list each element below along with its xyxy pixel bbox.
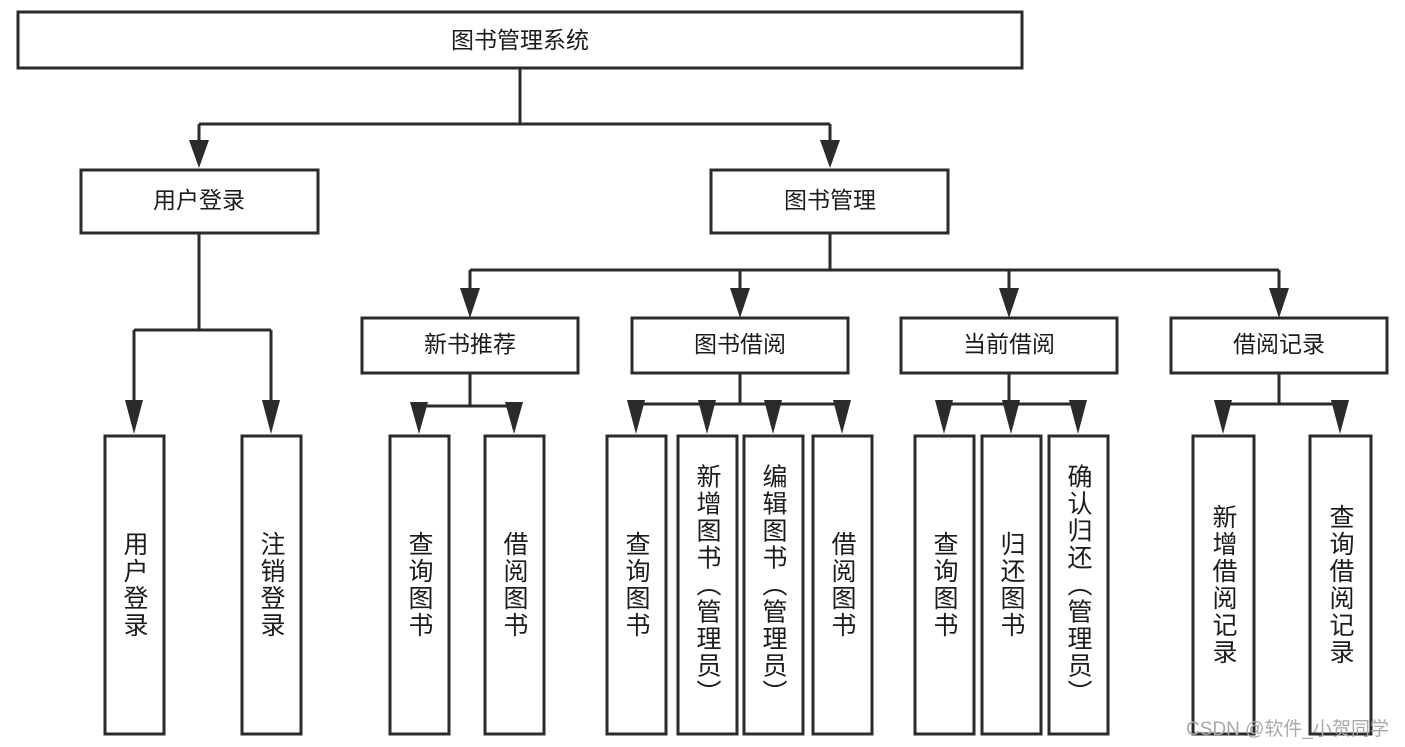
- node-new-book-recommend-box[interactable]: [360, 316, 580, 375]
- connector-group-current-borrow: [935, 373, 1087, 434]
- node-new-book-recommend[interactable]: 新书推荐: [360, 316, 580, 375]
- leaf-bb-borrow-book-label: 借阅图书: [828, 531, 857, 639]
- leaf-cb-query-book-label: 查询图书: [930, 531, 959, 639]
- arrow-head-book-manage: [820, 140, 840, 168]
- leaf-logout-label: 注销登录: [257, 531, 286, 639]
- leaf-user-login-box[interactable]: [103, 434, 166, 736]
- leaf-bb-add-book-label: 新增图书（管理员）: [693, 464, 722, 707]
- leaf-br-query-record[interactable]: 查询借阅记录: [1308, 434, 1373, 736]
- node-current-borrow-label: 当前借阅: [963, 331, 1055, 357]
- arrow-head-new-book: [460, 288, 480, 318]
- leaf-cb-query-book-box[interactable]: [913, 434, 976, 736]
- leaf-bb-query-book[interactable]: 查询图书: [605, 434, 668, 736]
- node-borrow-record[interactable]: 借阅记录: [1169, 316, 1389, 375]
- leaf-bb-query-book-box[interactable]: [605, 434, 668, 736]
- node-current-borrow-box[interactable]: [899, 316, 1119, 375]
- connector-group-user-login: [125, 233, 280, 434]
- leaf-user-login[interactable]: 用户登录: [103, 434, 166, 736]
- connector-group-root: [189, 68, 840, 168]
- leaf-nb-borrow-book[interactable]: 借阅图书: [483, 434, 546, 736]
- arrow-head-cb-query: [935, 400, 953, 434]
- node-book-borrow-box[interactable]: [630, 316, 850, 375]
- leaf-bb-add-book[interactable]: 新增图书（管理员）: [676, 434, 739, 736]
- leaf-nb-borrow-book-box[interactable]: [483, 434, 546, 736]
- leaf-br-add-record-label: 新增借阅记录: [1209, 504, 1238, 666]
- leaf-bb-edit-book-box[interactable]: [742, 434, 805, 736]
- node-borrow-record-label: 借阅记录: [1233, 331, 1325, 357]
- leaf-bb-borrow-book-box[interactable]: [811, 434, 874, 736]
- arrow-head-bb-query: [627, 400, 645, 434]
- leaf-br-query-record-box[interactable]: [1308, 434, 1373, 736]
- arrow-head-borrow: [730, 288, 750, 318]
- leaf-bb-add-book-box[interactable]: [676, 434, 739, 736]
- leaf-cb-confirm-return[interactable]: 确认归还（管理员）: [1047, 434, 1110, 736]
- leaf-br-add-record-box[interactable]: [1191, 434, 1256, 736]
- node-root[interactable]: 图书管理系统: [16, 10, 1024, 70]
- leaf-bb-borrow-book[interactable]: 借阅图书: [811, 434, 874, 736]
- arrow-head-cb-confirm: [1069, 400, 1087, 434]
- node-user-login[interactable]: 用户登录: [79, 168, 320, 235]
- leaf-logout[interactable]: 注销登录: [240, 434, 303, 736]
- leaf-cb-query-book[interactable]: 查询图书: [913, 434, 976, 736]
- arrow-head-br-add: [1214, 400, 1232, 434]
- arrow-head-br-query: [1331, 400, 1349, 434]
- leaf-cb-confirm-return-label: 确认归还（管理员）: [1064, 464, 1093, 707]
- leaf-bb-query-book-label: 查询图书: [622, 531, 651, 639]
- arrow-head-current: [999, 288, 1019, 318]
- node-new-book-recommend-label: 新书推荐: [424, 331, 516, 357]
- arrow-head-bb-borrow: [833, 400, 851, 434]
- arrow-head-cb-return: [1002, 400, 1020, 434]
- node-user-login-box[interactable]: [79, 168, 320, 235]
- csdn-watermark: CSDN @软件_小贺同学: [1186, 719, 1389, 740]
- arrow-head-nb-query: [410, 402, 428, 434]
- node-book-manage-label: 图书管理: [784, 187, 876, 213]
- arrow-head-nb-borrow: [505, 402, 523, 434]
- node-user-login-label: 用户登录: [153, 187, 245, 213]
- node-borrow-record-box[interactable]: [1169, 316, 1389, 375]
- arrow-head-record: [1269, 288, 1289, 318]
- leaf-nb-query-book-label: 查询图书: [405, 531, 434, 639]
- node-book-manage[interactable]: 图书管理: [709, 168, 950, 235]
- leaf-br-add-record[interactable]: 新增借阅记录: [1191, 434, 1256, 736]
- node-current-borrow[interactable]: 当前借阅: [899, 316, 1119, 375]
- node-root-box[interactable]: [16, 10, 1024, 70]
- arrow-head-leaf-logout: [262, 400, 280, 434]
- node-root-label: 图书管理系统: [451, 27, 589, 53]
- leaf-bb-edit-book-label: 编辑图书（管理员）: [759, 464, 788, 707]
- arrow-head-bb-add: [698, 400, 716, 434]
- leaf-cb-confirm-return-box[interactable]: [1047, 434, 1110, 736]
- connector-group-book-manage: [460, 233, 1289, 318]
- leaf-cb-return-book[interactable]: 归还图书: [980, 434, 1043, 736]
- arrow-head-user-login: [189, 140, 209, 168]
- leaf-bb-edit-book[interactable]: 编辑图书（管理员）: [742, 434, 805, 736]
- leaf-cb-return-book-box[interactable]: [980, 434, 1043, 736]
- arrow-head-bb-edit: [764, 400, 782, 434]
- connector-group-new-book: [410, 373, 523, 434]
- leaf-user-login-label: 用户登录: [120, 531, 149, 639]
- leaf-logout-box[interactable]: [240, 434, 303, 736]
- connector-group-borrow-record: [1214, 373, 1349, 434]
- leaf-nb-borrow-book-label: 借阅图书: [500, 531, 529, 639]
- leaf-cb-return-book-label: 归还图书: [997, 531, 1026, 639]
- leaf-nb-query-book[interactable]: 查询图书: [388, 434, 451, 736]
- node-book-borrow-label: 图书借阅: [694, 331, 786, 357]
- arrow-head-leaf-user-login: [125, 400, 143, 434]
- connector-group-book-borrow: [627, 373, 851, 434]
- node-book-borrow[interactable]: 图书借阅: [630, 316, 850, 375]
- node-book-manage-box[interactable]: [709, 168, 950, 235]
- leaf-br-query-record-label: 查询借阅记录: [1326, 504, 1355, 666]
- leaf-nb-query-book-box[interactable]: [388, 434, 451, 736]
